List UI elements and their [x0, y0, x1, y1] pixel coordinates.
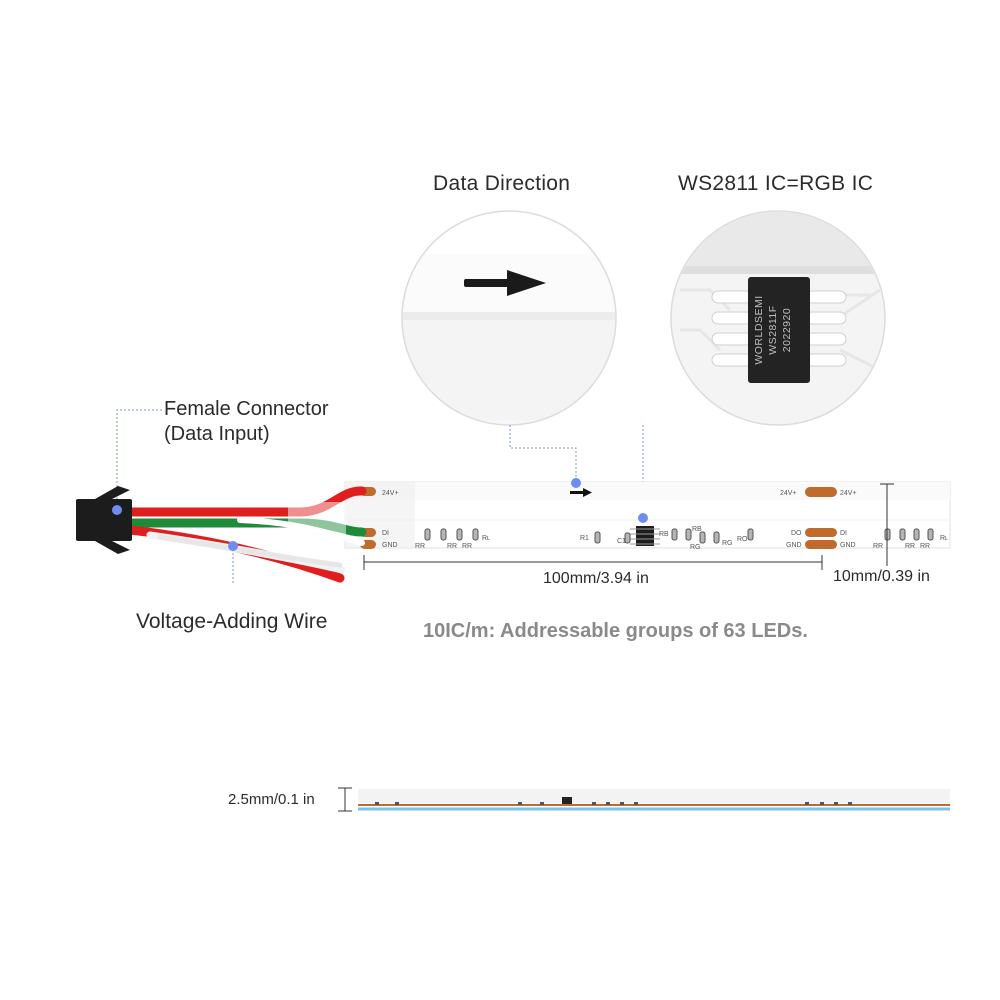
led-strip: 24V+ DI GND 24V+ 24V+ DO DI GND GND R1 C… — [344, 481, 951, 551]
thickness-profile — [338, 787, 950, 812]
pad-label-rr-5: RR — [905, 543, 915, 550]
chip-marking-3: 2022920 — [781, 308, 793, 352]
strip-width-label: 10mm/0.39 in — [833, 568, 930, 585]
strip-arrow-icon — [570, 488, 592, 497]
strip-ic — [630, 526, 660, 546]
pad-label-di-left: DI — [382, 530, 389, 537]
data-direction-title: Data Direction — [433, 172, 571, 195]
pad-label-rr-4: RR — [873, 543, 883, 550]
data-input-label: (Data Input) — [164, 423, 270, 445]
ic-pins-left — [711, 290, 753, 367]
pad-label-rr-6: RR — [920, 543, 930, 550]
pad-label-r1: R1 — [580, 535, 589, 542]
ic-chip — [748, 277, 810, 383]
pad-label-rg-2: RG — [722, 540, 733, 547]
chip-marking-1: WORLDSEMI — [753, 295, 765, 364]
wires — [125, 486, 367, 583]
pad-label-rb: RB — [659, 531, 669, 538]
pad-label-do: DO — [791, 530, 802, 537]
dimension-lines — [363, 483, 894, 570]
pad-label-rb-2: RB — [692, 526, 702, 533]
pad-label-rr-2: RR — [447, 543, 457, 550]
arrow-right-icon — [464, 270, 546, 296]
pad-label-24v-left: 24V+ — [382, 490, 399, 497]
thickness-label: 2.5mm/0.1 in — [228, 791, 315, 808]
pad-label-rl-1: Rʟ — [482, 535, 490, 542]
segment-length-label: 100mm/3.94 in — [543, 570, 649, 587]
pad-label-gnd-mid: GND — [786, 542, 802, 549]
pad-label-rl-2: Rʟ — [940, 535, 948, 542]
female-connector-label: Female Connector — [164, 398, 329, 420]
ic-title: WS2811 IC=RGB IC — [678, 172, 874, 195]
female-connector — [76, 486, 132, 554]
voltage-wire-label: Voltage-Adding Wire — [136, 610, 328, 633]
pad-label-rg-1: RG — [690, 544, 701, 551]
pad-label-24v-mid: 24V+ — [780, 490, 797, 497]
pad-label-24v-right: 24V+ — [840, 490, 857, 497]
summary-text: 10IC/m: Addressable groups of 63 LEDs. — [423, 620, 808, 642]
pad-label-rr-3: RR — [462, 543, 472, 550]
pad-label-rr-1: RR — [415, 543, 425, 550]
chip-marking-2: WS2811F — [767, 305, 779, 354]
pad-label-ro: RO — [737, 536, 748, 543]
pad-label-di-right: DI — [840, 530, 847, 537]
data-direction-magnifier — [401, 210, 617, 426]
marker-dots — [112, 478, 648, 551]
pad-label-c1: C1 — [617, 538, 626, 545]
ic-magnifier: WORLDSEMI WS2811F 2022920 — [670, 210, 886, 426]
pad-label-gnd-right: GND — [840, 542, 856, 549]
pad-label-gnd-left: GND — [382, 542, 398, 549]
